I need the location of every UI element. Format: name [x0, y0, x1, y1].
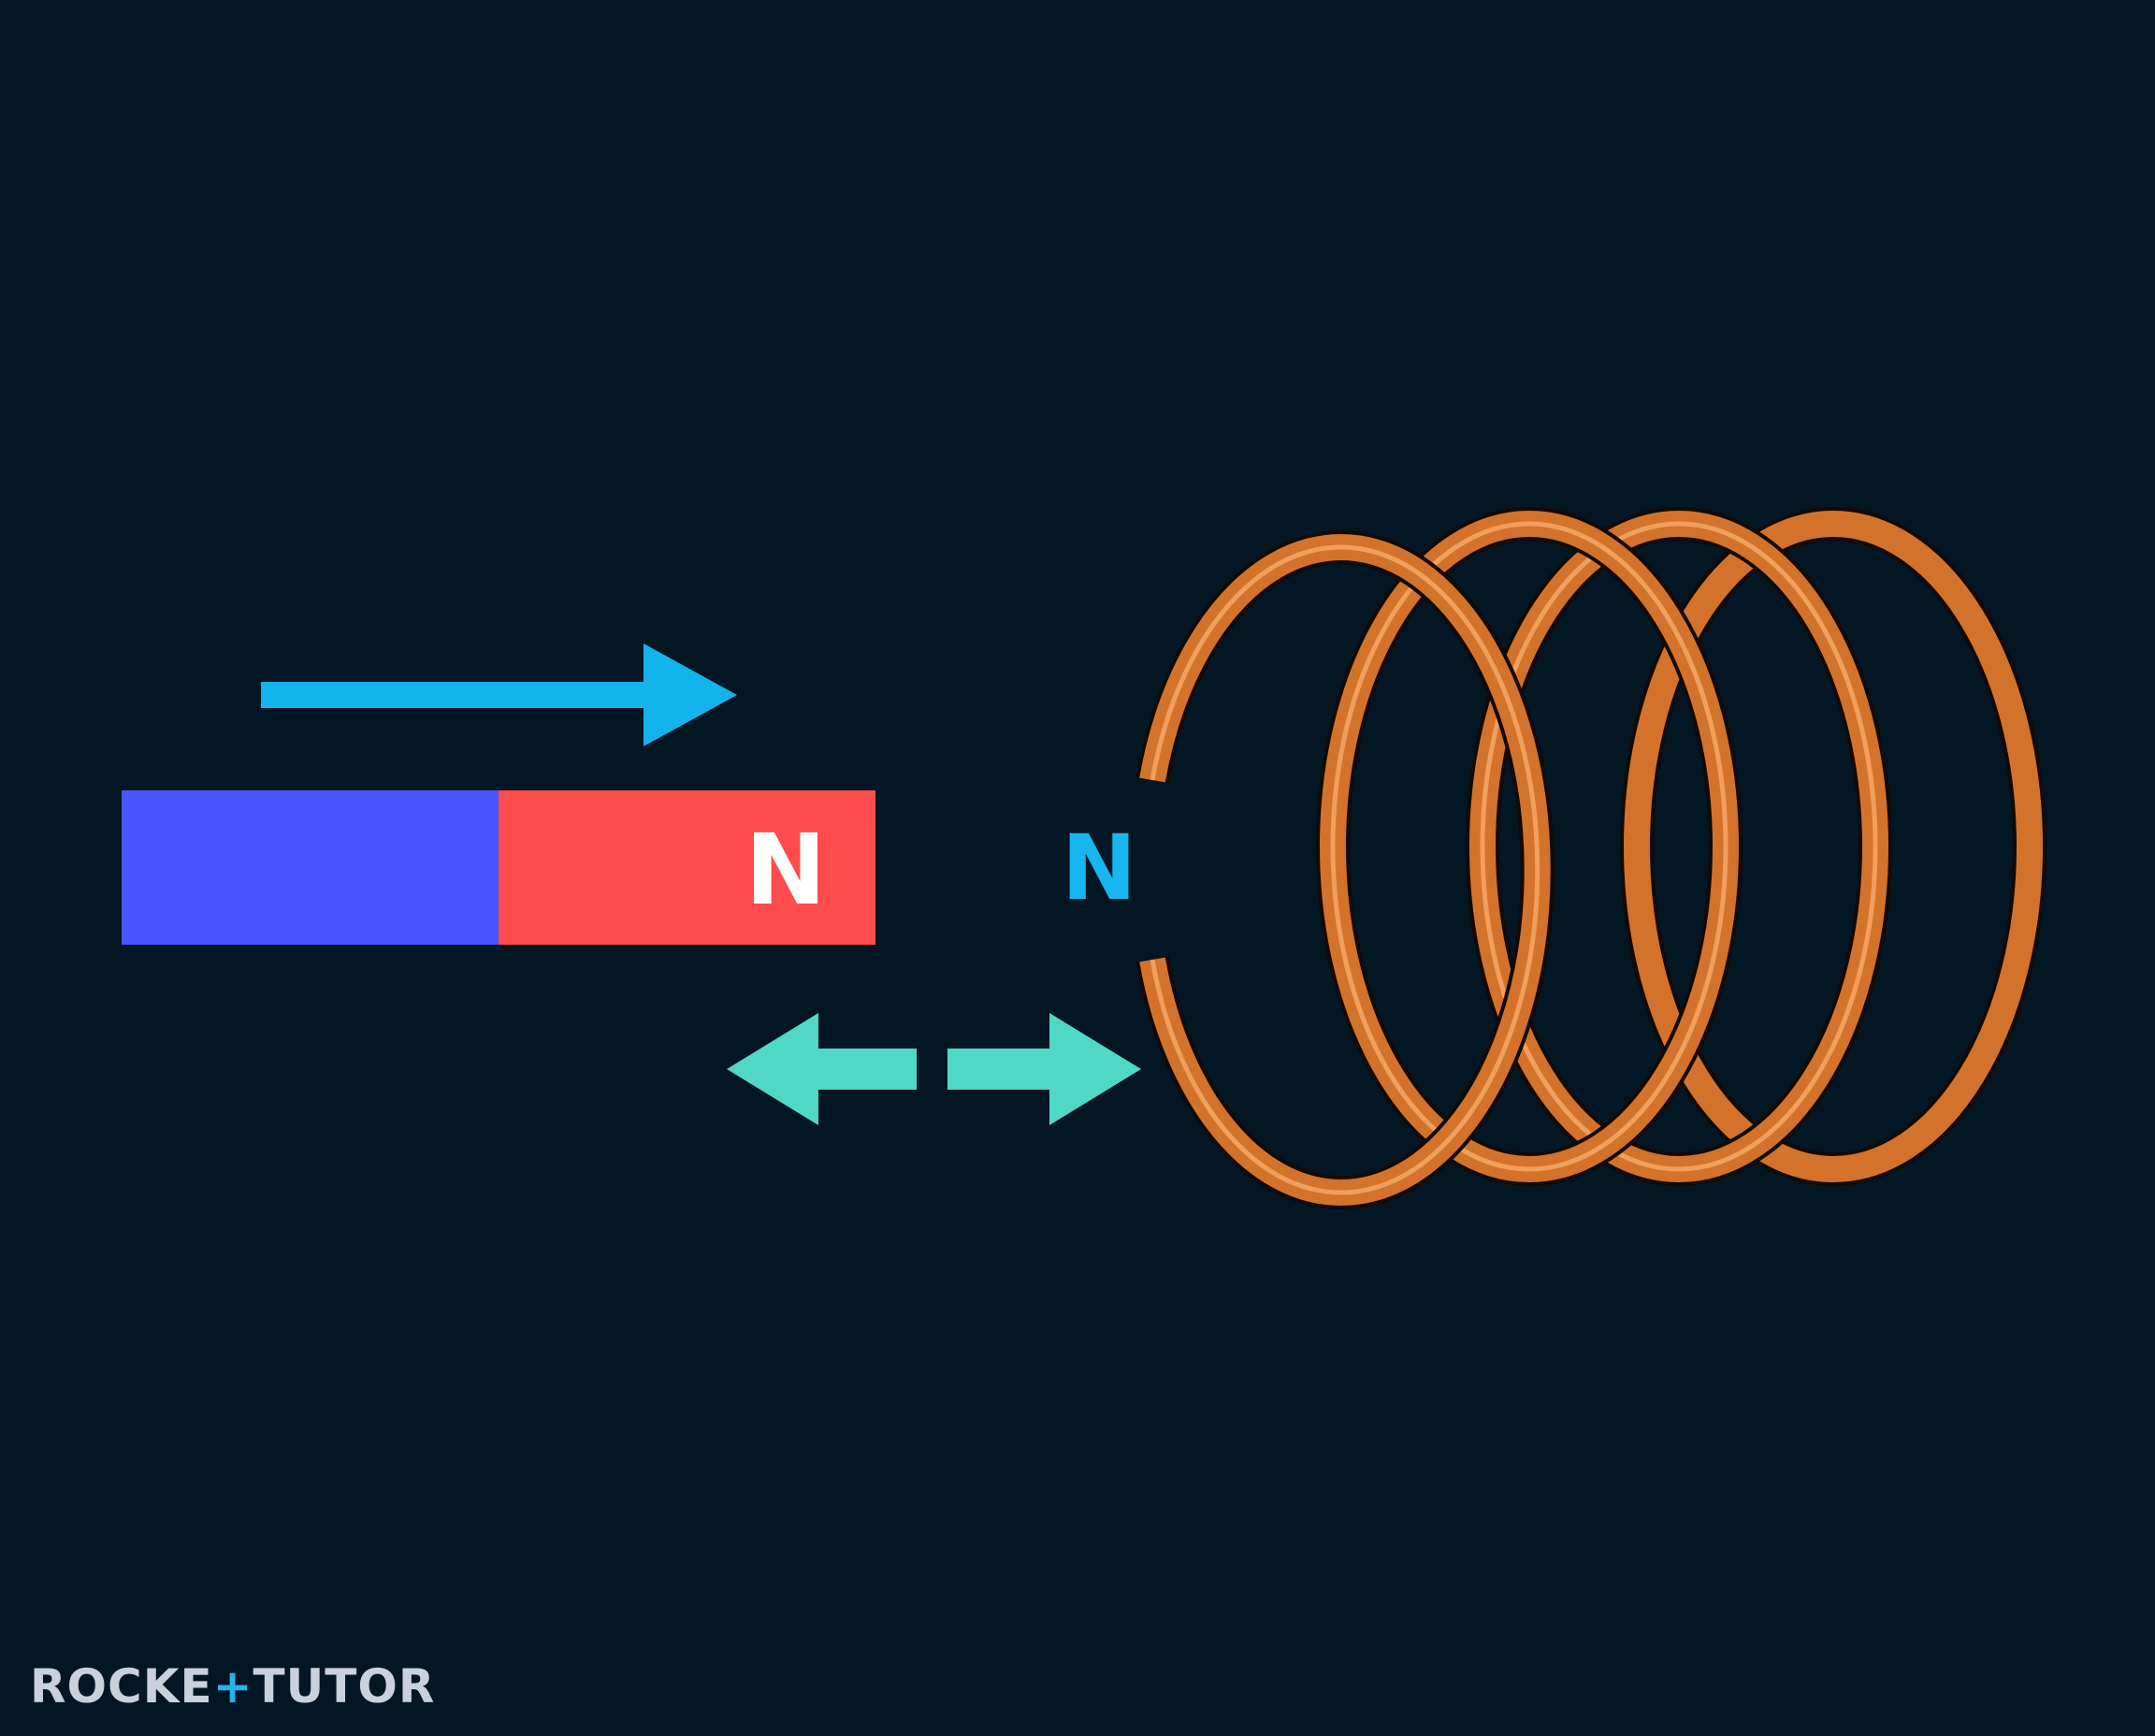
bar-magnet: N [122, 790, 875, 945]
logo-text-part-one: ROCKE [30, 1659, 213, 1714]
magnet-north-label: N [745, 813, 826, 927]
logo-plus-icon: + [213, 1659, 253, 1714]
repulsion-arrows [727, 1013, 1141, 1125]
coil-turn-4 [1620, 507, 2047, 1186]
coil-turn-2 [1316, 507, 1743, 1186]
motion-arrow [261, 644, 737, 746]
logo-text-part-two: TUTO [253, 1659, 398, 1714]
coil-turn-1 [1135, 530, 1555, 1209]
rocketutor-logo: ROCKE+TUTOR [30, 1659, 435, 1714]
svg-text:ROCKE+TUTOR: ROCKE+TUTOR [30, 1659, 435, 1714]
coil-turn-3 [1466, 507, 1892, 1186]
repulsion-arrow-right [947, 1013, 1141, 1125]
repulsion-arrow-left [727, 1013, 917, 1125]
copper-coil [1135, 507, 2047, 1209]
motion-arrow-head [644, 644, 737, 746]
magnet-south-half [122, 790, 499, 945]
coil-induced-pole-label: N [1062, 816, 1136, 920]
motion-arrow-shaft [261, 682, 668, 708]
logo-text-part-three: R [398, 1659, 436, 1714]
magnet-north-half [499, 790, 875, 945]
